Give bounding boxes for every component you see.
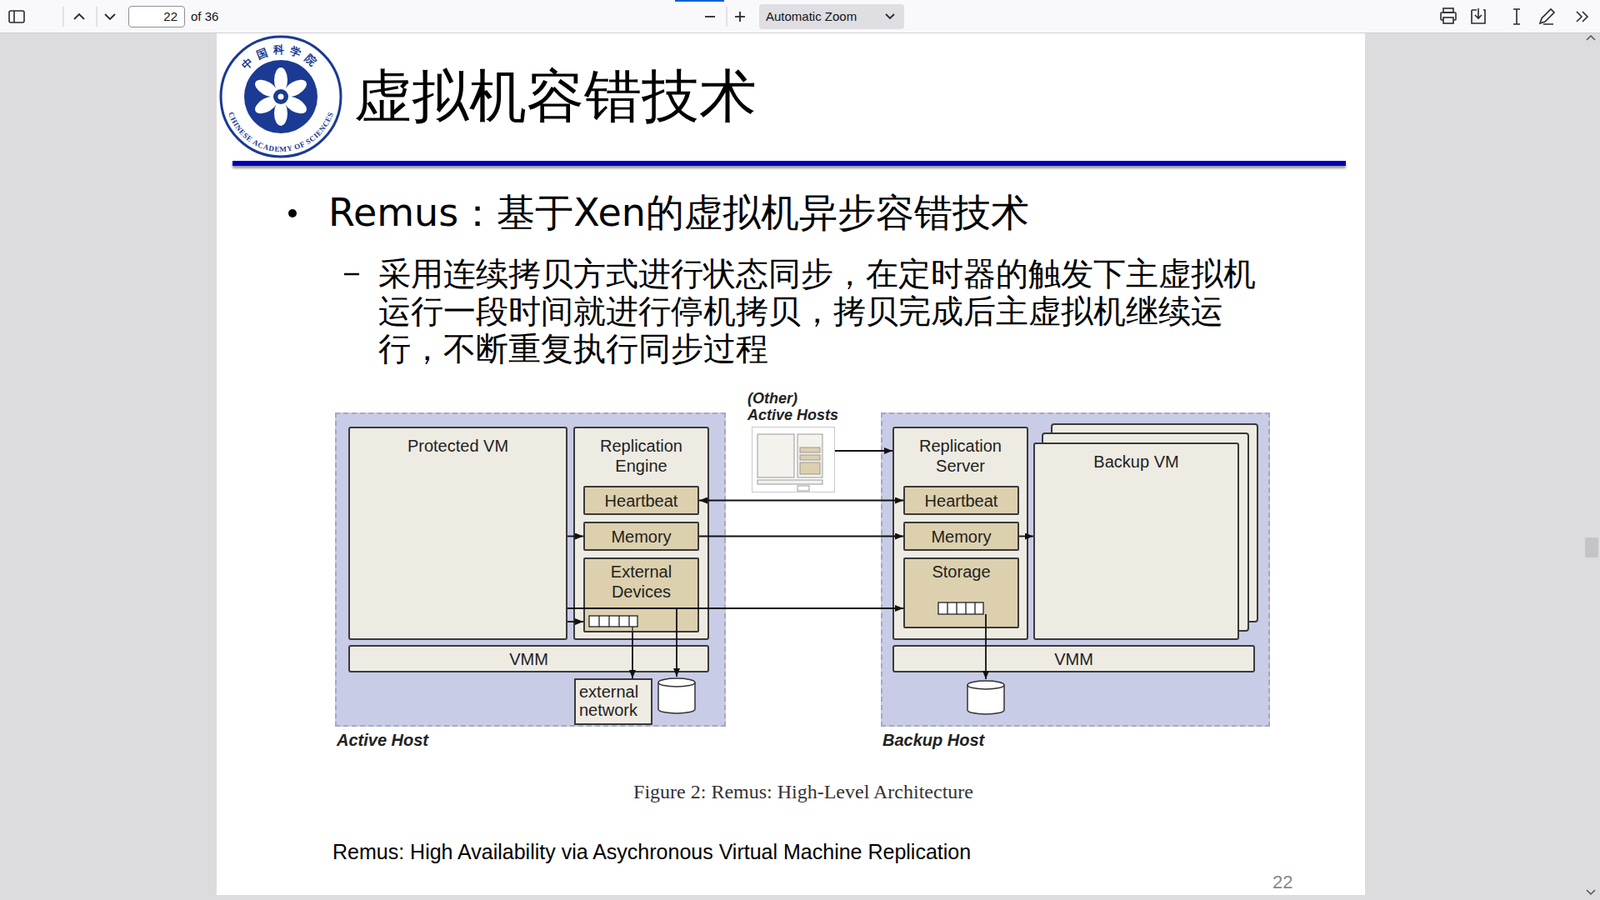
print-icon bbox=[1440, 8, 1456, 24]
node-label: VMM bbox=[509, 649, 549, 670]
node-label: Heartbeat bbox=[925, 490, 999, 511]
logo-flower bbox=[252, 67, 310, 126]
connector-arrow bbox=[567, 535, 584, 538]
disk-write-line bbox=[675, 608, 678, 677]
engine-box: Replication EngineHeartbeatMemoryExterna… bbox=[573, 426, 710, 640]
packet-queue bbox=[938, 602, 984, 615]
heartbeat-box: Heartbeat bbox=[583, 485, 700, 515]
node-label: Memory bbox=[610, 526, 671, 547]
prev-page-icon bbox=[74, 14, 85, 20]
connector-arrow bbox=[1019, 535, 1034, 538]
host-region: Backup HostReplication ServerHeartbeatMe… bbox=[880, 412, 1270, 727]
storage-box: Storage bbox=[903, 557, 1020, 629]
connector-arrow bbox=[699, 500, 904, 502]
next-page-icon bbox=[105, 14, 115, 20]
sub-bullet-dash bbox=[344, 273, 360, 276]
page-number-input: 22 bbox=[128, 5, 185, 28]
zoom-select: Automatic Zoom bbox=[759, 4, 905, 30]
title-rule bbox=[232, 160, 1346, 166]
hosts-thumbnail: (Other) Active Hosts bbox=[751, 426, 835, 493]
zoom-out-icon bbox=[705, 15, 715, 18]
disk-write-line bbox=[985, 614, 987, 680]
draw-tool-icon bbox=[1540, 9, 1555, 25]
packet-queue bbox=[589, 615, 638, 633]
dropdown-chevron bbox=[884, 11, 896, 22]
reference-text: Remus: High Availability via Asychronous… bbox=[332, 839, 971, 865]
disk-cylinder bbox=[658, 678, 695, 714]
connector-arrow bbox=[567, 607, 904, 610]
zoom-value: Automatic Zoom bbox=[759, 4, 857, 30]
devices-box: External Devices bbox=[583, 557, 700, 633]
text-tool-icon bbox=[1513, 9, 1520, 25]
scrollbar bbox=[1581, 33, 1600, 900]
thumbnail-figure bbox=[752, 427, 835, 492]
slide-number: 22 bbox=[1272, 871, 1293, 894]
connector-arrow bbox=[699, 535, 904, 538]
server-box: Replication ServerHeartbeatMemoryStorage bbox=[892, 426, 1029, 640]
memory-box: Memory bbox=[903, 521, 1020, 551]
node-label: (Other) Active Hosts bbox=[747, 390, 845, 425]
connector-arrow bbox=[631, 632, 634, 679]
node-label: Storage bbox=[931, 559, 990, 582]
separator bbox=[96, 6, 98, 27]
progress-bar bbox=[675, 0, 725, 2]
zoom-in-icon bbox=[735, 11, 745, 22]
logo-text: 中国科学院 bbox=[239, 43, 323, 72]
node-label: Protected VM bbox=[350, 428, 566, 456]
vm-box: Protected VM bbox=[348, 426, 568, 640]
bullet-dot bbox=[288, 209, 297, 218]
sidebar-icon bbox=[9, 10, 25, 23]
node-label: Replication Engine bbox=[575, 428, 708, 476]
node-label: Memory bbox=[930, 526, 991, 547]
connector-arrow bbox=[835, 450, 893, 452]
node-label: Active Host bbox=[336, 730, 429, 750]
vmm-box: VMM bbox=[892, 645, 1255, 673]
node-label: Heartbeat bbox=[605, 490, 679, 511]
page-number: 22 bbox=[163, 6, 185, 27]
node-label: VMM bbox=[1054, 649, 1094, 670]
bullet-text: Remus：基于Xen的虚拟机异步容错技术 bbox=[328, 190, 1030, 236]
connector-arrow bbox=[567, 620, 584, 623]
logo-chinese-name: 中国科学院 bbox=[239, 43, 323, 72]
node-label: Backup VM bbox=[1035, 444, 1238, 472]
figure-caption: Figure 2: Remus: High-Level Architecture bbox=[466, 780, 1140, 805]
disk-cylinder bbox=[967, 680, 1005, 715]
host-region: Active HostProtected VMReplication Engin… bbox=[335, 412, 726, 727]
heartbeat-box: Heartbeat bbox=[903, 485, 1020, 515]
separator bbox=[726, 6, 728, 27]
sub-bullet-text: 采用连续拷贝方式进行状态同步，在定时器的触发下主虚拟机运行一段时间就进行停机拷贝… bbox=[378, 255, 1283, 368]
separator bbox=[63, 6, 65, 27]
memory-box: Memory bbox=[583, 521, 700, 551]
cas-logo: 中国科学院 CHINESE ACADEMY OF SCIENCES bbox=[218, 34, 344, 160]
node-label: External Devices bbox=[585, 559, 698, 602]
save-icon bbox=[1471, 8, 1485, 24]
page-count: of 36 bbox=[190, 9, 219, 24]
node-label: Backup Host bbox=[882, 730, 985, 750]
node-label: external network bbox=[575, 680, 651, 722]
node-label: Replication Server bbox=[894, 428, 1027, 476]
vmm-box: VMM bbox=[348, 645, 710, 673]
vm-box: Backup VM bbox=[1033, 442, 1240, 640]
more-tools-icon bbox=[1576, 11, 1588, 22]
network-box: external network bbox=[574, 678, 653, 725]
logo-english-name: CHINESE ACADEMY OF SCIENCES bbox=[226, 110, 335, 154]
slide-title: 虚拟机容错技术 bbox=[354, 61, 757, 131]
logo-text: CHINESE ACADEMY OF SCIENCES bbox=[226, 110, 335, 154]
